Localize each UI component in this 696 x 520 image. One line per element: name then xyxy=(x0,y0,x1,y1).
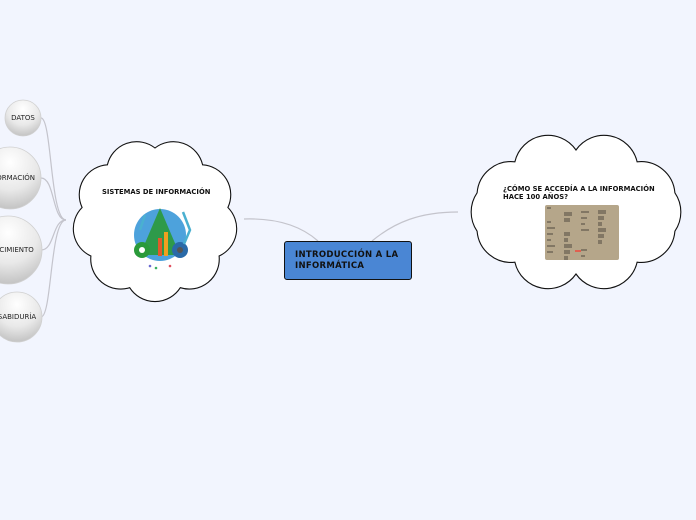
connector-right xyxy=(371,211,459,242)
subtopic-bubble-datos[interactable] xyxy=(4,99,42,137)
topic-title-acceso-informacion: ¿CÓMO SE ACCEDÍA A LA INFORMACIÓN HACE 1… xyxy=(503,185,655,201)
subtopic-bubble-informacion[interactable] xyxy=(0,146,42,210)
newspaper-texture xyxy=(598,234,604,238)
old-newspapers-image xyxy=(545,205,619,260)
connector-sabiduria xyxy=(40,219,67,318)
newspaper-texture xyxy=(581,223,585,225)
connector-datos xyxy=(40,117,67,221)
subtopic-label-conocimiento: CONOCIMIENTO xyxy=(0,246,34,254)
newspaper-texture xyxy=(547,251,553,253)
newspaper-texture xyxy=(564,256,568,260)
newspaper-texture xyxy=(564,250,570,254)
subtopic-bubble-sabiduria[interactable] xyxy=(0,291,43,343)
newspaper-texture xyxy=(581,211,589,213)
central-topic[interactable]: INTRODUCCIÓN A LA INFORMÁTICA xyxy=(284,241,412,280)
newspaper-texture xyxy=(564,212,572,216)
newspaper-texture xyxy=(564,244,572,248)
subtopic-label-datos: DATOS xyxy=(11,114,35,122)
newspaper-texture xyxy=(547,221,551,223)
newspaper-texture xyxy=(564,232,570,236)
newspaper-texture xyxy=(564,238,568,242)
newspaper-texture xyxy=(547,207,551,209)
newspaper-texture xyxy=(547,233,553,235)
newspaper-texture xyxy=(598,240,602,244)
newspaper-texture xyxy=(581,217,587,219)
newspaper-texture xyxy=(547,239,551,241)
newspaper-texture xyxy=(598,210,606,214)
connector-conocimiento xyxy=(40,219,67,251)
newspaper-texture xyxy=(598,228,606,232)
connector-informacion xyxy=(40,177,67,221)
subtopic-label-informacion: INFORMACIÓN xyxy=(0,174,36,182)
newspaper-texture xyxy=(547,245,555,247)
information-systems-icon xyxy=(134,208,192,270)
newspaper-texture xyxy=(598,216,604,220)
newspaper-texture xyxy=(547,227,555,229)
connector-left xyxy=(243,218,319,242)
newspaper-texture xyxy=(581,249,587,251)
newspaper-texture xyxy=(581,255,585,257)
subtopic-bubble-conocimiento[interactable] xyxy=(0,215,43,285)
subtopic-label-sabiduria: SABIDURÍA xyxy=(0,313,37,321)
newspaper-texture xyxy=(564,218,570,222)
topic-title-sistemas: SISTEMAS DE INFORMACIÓN xyxy=(102,188,211,196)
newspaper-texture xyxy=(598,222,602,226)
newspaper-texture xyxy=(581,229,589,231)
